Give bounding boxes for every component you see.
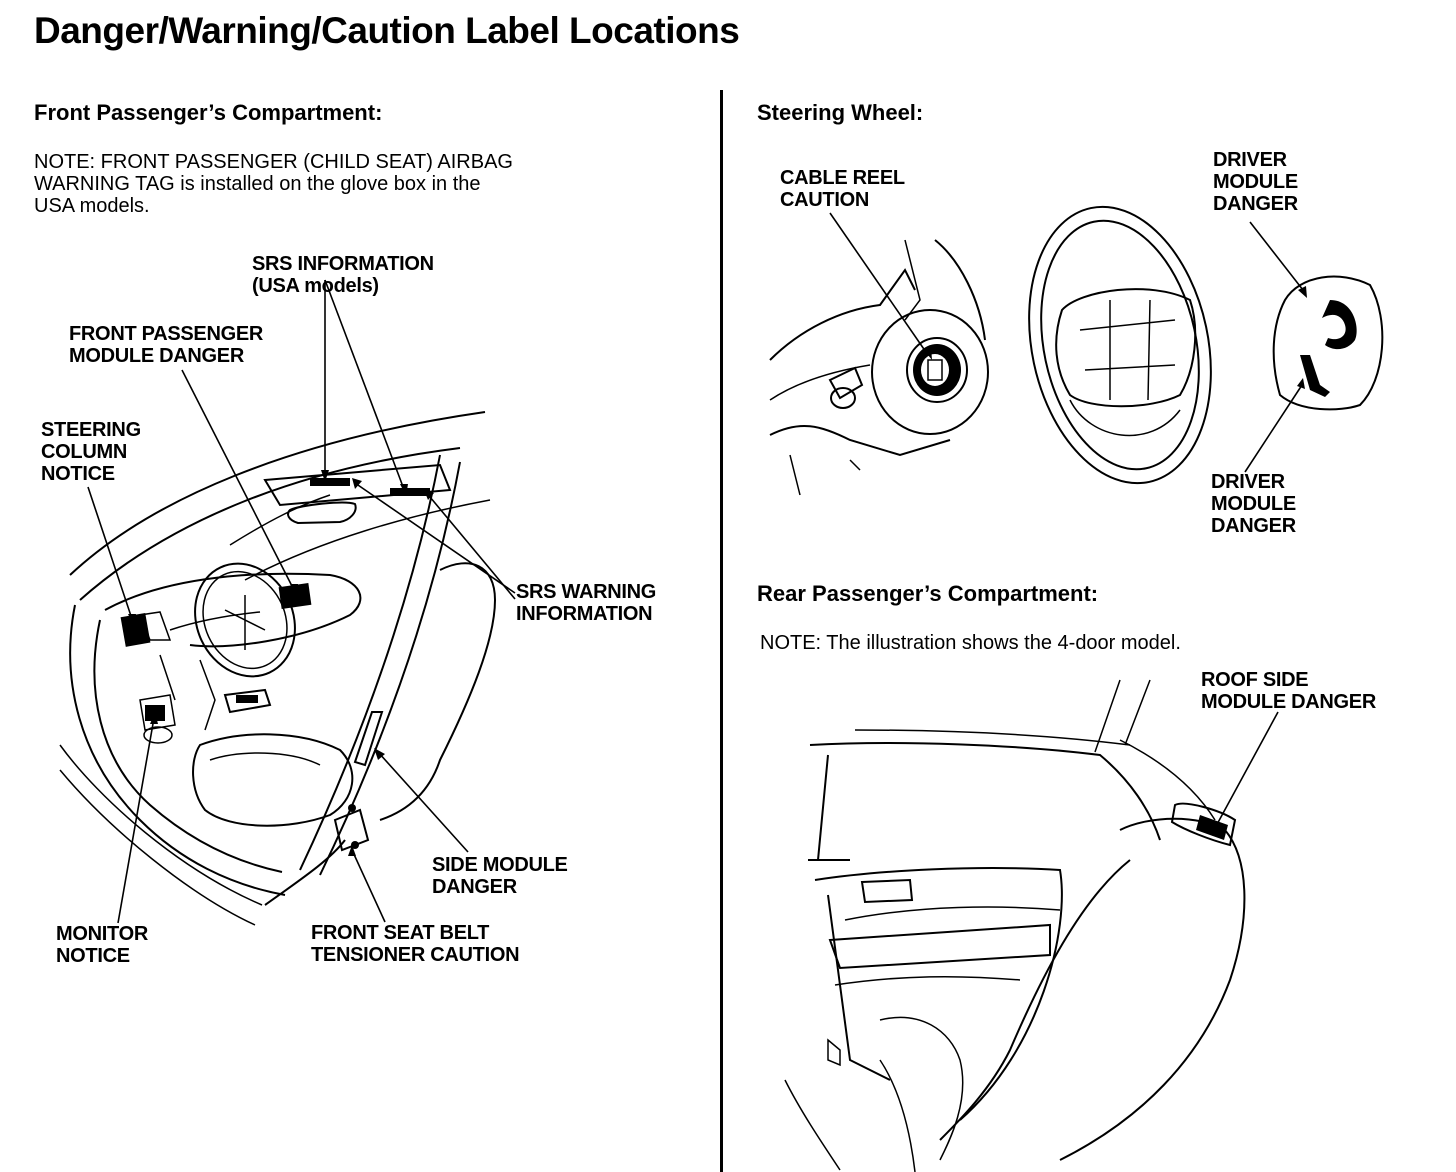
front-compartment-illustration [59,279,516,926]
label-front-seat-belt-tensioner-caution: FRONT SEAT BELT TENSIONER CAUTION [311,922,520,966]
label-monitor-notice: MONITOR NOTICE [56,923,148,967]
front-compartment-note: NOTE: FRONT PASSENGER (CHILD SEAT) AIRBA… [34,151,513,217]
rear-compartment-heading: Rear Passenger’s Compartment: [757,581,1099,606]
label-side-module-danger: SIDE MODULE DANGER [432,854,568,898]
column-divider [720,90,723,1172]
label-steering-column-notice: STEERING COLUMN NOTICE [41,419,141,485]
steering-wheel-illustration [769,205,1384,496]
label-cable-reel-caution: CABLE REEL CAUTION [780,167,905,211]
label-driver-module-danger-top: DRIVER MODULE DANGER [1213,149,1298,215]
page-title: Danger/Warning/Caution Label Locations [34,10,740,51]
front-compartment-heading: Front Passenger’s Compartment: [34,100,383,125]
steering-wheel-heading: Steering Wheel: [757,100,924,125]
label-driver-module-danger-bottom: DRIVER MODULE DANGER [1211,471,1296,537]
label-front-passenger-module-danger: FRONT PASSENGER MODULE DANGER [69,323,264,367]
label-srs-information: SRS INFORMATION (USA models) [252,253,434,297]
rear-compartment-note: NOTE: The illustration shows the 4-door … [760,632,1181,654]
rear-compartment-illustration [784,679,1279,1172]
label-roof-side-module-danger: ROOF SIDE MODULE DANGER [1201,669,1376,713]
label-srs-warning-information: SRS WARNING INFORMATION [516,581,657,625]
